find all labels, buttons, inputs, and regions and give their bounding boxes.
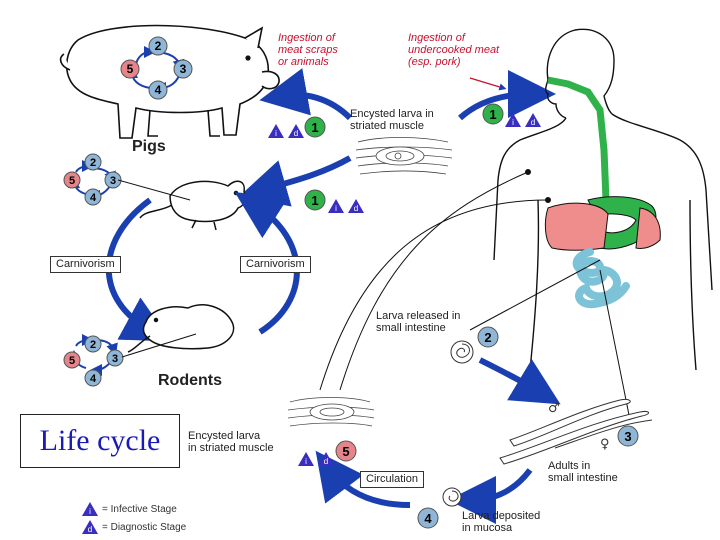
legend-infective-symbol: i	[89, 507, 91, 516]
esophagus	[547, 76, 610, 201]
pig-stage-5: 5	[127, 62, 134, 76]
arrow-mucosa-to-muscle	[315, 450, 411, 508]
male-symbol: ♂	[548, 401, 560, 416]
stage-1-label: 1	[311, 120, 318, 135]
rodent-stage-cycle: 2 3 4 5	[63, 333, 197, 387]
label-larva-released: Larva released in small intestine	[376, 310, 461, 334]
legend-diagnostic-symbol: d	[88, 525, 92, 534]
arrow-muscle-to-rat	[238, 155, 352, 207]
legend-diagnostic: = Diagnostic Stage	[102, 522, 187, 533]
label-circulation: Circulation	[360, 471, 424, 488]
pig-stage-4: 4	[155, 83, 162, 97]
larva-cyst-icon	[355, 137, 453, 175]
stage-3-label: 3	[624, 429, 631, 444]
rat-stage-3: 3	[110, 175, 116, 187]
stage-1-label: 1	[311, 193, 318, 208]
rat-stage-5: 5	[69, 175, 75, 187]
pig-stage-2: 2	[155, 39, 162, 53]
svg-text:i: i	[305, 457, 307, 466]
rodent-stage-4: 4	[90, 373, 97, 385]
stage-2-label: 2	[484, 330, 491, 345]
small-intestine	[572, 248, 630, 309]
pig-icon	[59, 24, 280, 139]
label-carnivorism-left: Carnivorism	[50, 256, 121, 273]
label-adults: Adults in small intestine	[548, 460, 618, 484]
label-pigs: Pigs	[132, 138, 166, 155]
label-rodents: Rodents	[158, 372, 222, 389]
stage-badge-rat: 1 i d	[304, 189, 364, 213]
label-ingestion-scraps: Ingestion of meat scraps or animals	[278, 32, 338, 68]
stage-5-label: 5	[342, 444, 349, 459]
legend-infective: = Infective Stage	[102, 504, 177, 515]
rodent-stage-3: 3	[112, 353, 118, 365]
pig-stage-cycle: 2 3 4 5	[120, 36, 193, 100]
rodent-stage-5: 5	[69, 355, 75, 367]
svg-text:i: i	[512, 118, 514, 127]
pig-stage-3: 3	[180, 62, 187, 76]
svg-text:d: d	[294, 129, 298, 138]
svg-text:i: i	[335, 204, 337, 213]
label-carnivorism-right: Carnivorism	[240, 256, 311, 273]
stage-4-label: 4	[424, 511, 432, 526]
human-body-icon	[493, 28, 713, 371]
rat-stage-4: 4	[90, 192, 97, 204]
rat-icon	[139, 180, 247, 231]
liver	[544, 202, 609, 251]
worm-icon	[499, 399, 653, 465]
rat-stage-cycle: 2 3 4 5	[63, 153, 191, 206]
stage-badge-muscle: i d 5	[298, 440, 357, 466]
stage-badge-human: 1 i d	[482, 103, 541, 127]
arrow-released-to-adults	[478, 357, 561, 405]
stage-badge-pig: i d 1	[268, 116, 326, 138]
svg-text:d: d	[354, 204, 358, 213]
svg-text:i: i	[275, 129, 277, 138]
svg-text:d: d	[324, 457, 328, 466]
label-encysted-top: Encysted larva in striated muscle	[350, 108, 434, 132]
arrow-muscle-to-pig	[259, 68, 353, 121]
label-encysted-bottom: Encysted larva in striated muscle	[188, 430, 274, 454]
larva-coil-icon	[450, 340, 474, 364]
liver-right	[635, 207, 661, 249]
arrow-muscle-to-human	[457, 70, 556, 121]
label-ingestion-meat: Ingestion of undercooked meat (esp. pork…	[408, 32, 500, 68]
life-cycle-title: Life cycle	[20, 414, 180, 468]
label-larva-deposited: Larva deposited in mucosa	[462, 510, 541, 534]
rat-stage-2: 2	[90, 157, 96, 169]
female-symbol: ♀	[600, 437, 610, 452]
rodent-stage-2: 2	[90, 339, 96, 351]
stage-1-label: 1	[489, 107, 496, 122]
svg-text:d: d	[531, 118, 535, 127]
arrow-adults-to-mucosa	[448, 468, 533, 524]
legend-symbols: i d	[82, 502, 98, 534]
larva-cyst-icon	[287, 397, 375, 427]
larva-coil-icon	[442, 487, 462, 507]
rat-icon	[127, 304, 235, 353]
